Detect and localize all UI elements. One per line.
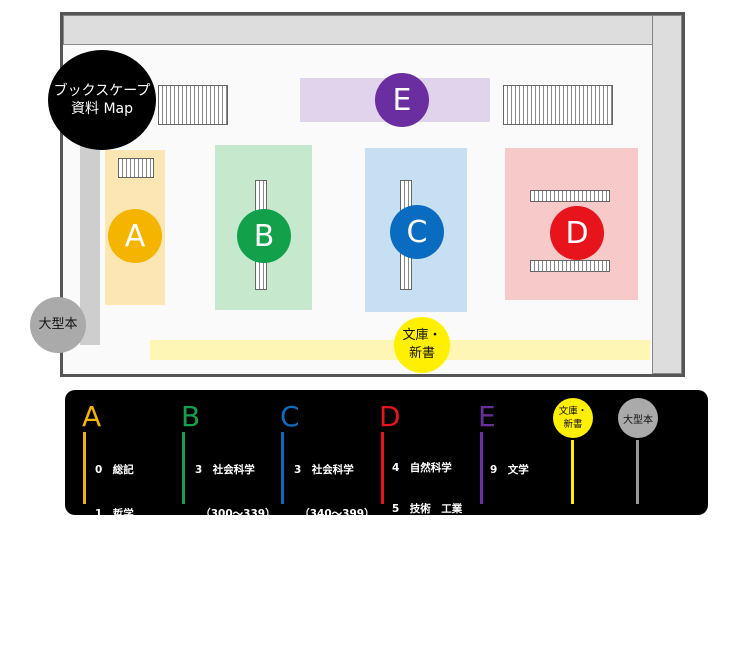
legend-d-bar — [381, 432, 384, 504]
shelf — [118, 158, 154, 178]
legend-oogata-marker: 大型本 — [618, 398, 658, 438]
legend-e-bar — [480, 432, 483, 504]
zone-oogata-marker[interactable]: 大型本 — [30, 297, 86, 353]
legend-a-bar — [83, 432, 86, 504]
zone-d-label: D — [565, 215, 589, 251]
table — [503, 85, 613, 125]
legend-e-letter: E — [478, 400, 496, 433]
legend-item: 0 総記 — [95, 464, 134, 476]
legend-item: 7 芸術 — [392, 583, 431, 596]
legend-c-bar — [281, 432, 284, 504]
top-wall — [63, 15, 682, 45]
legend-item: 9 文学 — [490, 464, 529, 476]
legend-a-letter: A — [82, 400, 102, 433]
legend-bunko-1: 文庫・ — [558, 405, 588, 417]
legend-item: 2 歴史 — [95, 551, 134, 563]
logo-line2: 資料 Map — [71, 101, 133, 117]
bunko-label-1: 文庫・ — [402, 328, 442, 344]
legend-item: 6 産業 — [392, 543, 431, 555]
zone-e-marker[interactable]: E — [375, 73, 429, 127]
legend-bunko-2: 新書 — [563, 419, 583, 430]
bunko-label-2: 新書 — [408, 346, 435, 361]
legend-a: A — [82, 402, 101, 432]
zone-oogata-area — [80, 130, 100, 345]
legend-d-items: 4 自然科学 5 技術 工業 6 産業 7 芸術 8 語学 — [392, 435, 462, 665]
legend-item: （300～339） — [195, 507, 276, 520]
legend-a-items: 0 総記 1 哲学 2 歴史 — [95, 434, 134, 594]
legend-item: 4 自然科学 — [392, 462, 452, 474]
zone-bunko-marker[interactable]: 文庫・ 新書 — [394, 317, 450, 373]
legend-bunko-marker: 文庫・ 新書 — [553, 398, 593, 438]
table — [158, 85, 228, 125]
legend-b-items: 3 社会科学 （300～339） — [195, 434, 276, 550]
legend-d-letter: D — [379, 400, 401, 433]
legend-item: （340～399） — [294, 507, 375, 520]
logo-line1: ブックスケープ — [53, 82, 151, 99]
legend-c-items: 3 社会科学 （340～399） — [294, 434, 375, 550]
legend-b-letter: B — [181, 400, 201, 433]
zone-b-marker[interactable]: B — [237, 209, 291, 263]
zone-e-label: E — [392, 82, 412, 118]
zone-c-marker[interactable]: C — [390, 205, 444, 259]
legend-item: 3 社会科学 — [195, 464, 255, 476]
zone-a-label: A — [124, 218, 146, 254]
legend-oogata-bar — [636, 440, 639, 504]
legend-item: 1 哲学 — [95, 507, 134, 520]
oogata-label: 大型本 — [38, 317, 78, 333]
legend-item: 3 社会科学 — [294, 464, 354, 476]
legend-e-items: 9 文学 — [490, 434, 529, 507]
shelf — [530, 260, 610, 272]
shelf — [530, 190, 610, 202]
zone-a-marker[interactable]: A — [108, 209, 162, 263]
zone-c-label: C — [406, 214, 428, 250]
right-wall — [652, 15, 682, 374]
legend-bunko-bar — [571, 440, 574, 504]
legend-oogata-label: 大型本 — [623, 414, 653, 426]
legend-item: 8 語学 — [392, 624, 431, 636]
legend-panel: A 0 総記 1 哲学 2 歴史 B 3 社会科学 （300～339） C 3 … — [65, 390, 708, 636]
logo: ブックスケープ 資料 Map — [48, 50, 156, 150]
legend-c-letter: C — [280, 400, 300, 433]
legend-b-bar — [182, 432, 185, 504]
zone-b-label: B — [253, 218, 275, 254]
zone-d-marker[interactable]: D — [550, 206, 604, 260]
legend-item: 5 技術 工業 — [392, 502, 463, 515]
